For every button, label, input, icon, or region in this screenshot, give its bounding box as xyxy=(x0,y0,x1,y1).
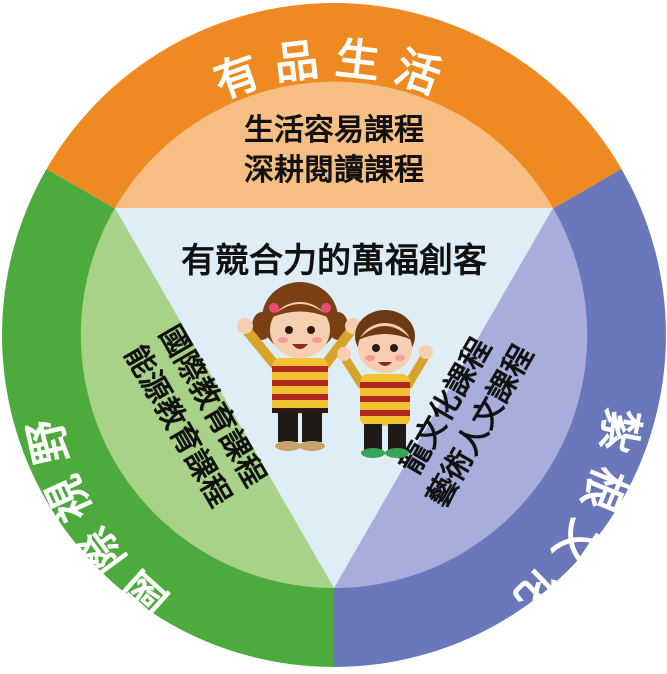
girl-mascot xyxy=(237,282,361,451)
boy-mascot xyxy=(337,310,433,458)
top-course-line-1: 生活容易課程 xyxy=(244,113,424,148)
top-course-line-2: 深耕閱讀課程 xyxy=(244,153,424,188)
center-title: 有競合力的萬福創客 xyxy=(181,241,487,281)
center-triangle xyxy=(115,208,553,588)
children-illustration xyxy=(237,282,433,458)
top-course-list: 生活容易課程 深耕閱讀課程 xyxy=(244,113,424,188)
